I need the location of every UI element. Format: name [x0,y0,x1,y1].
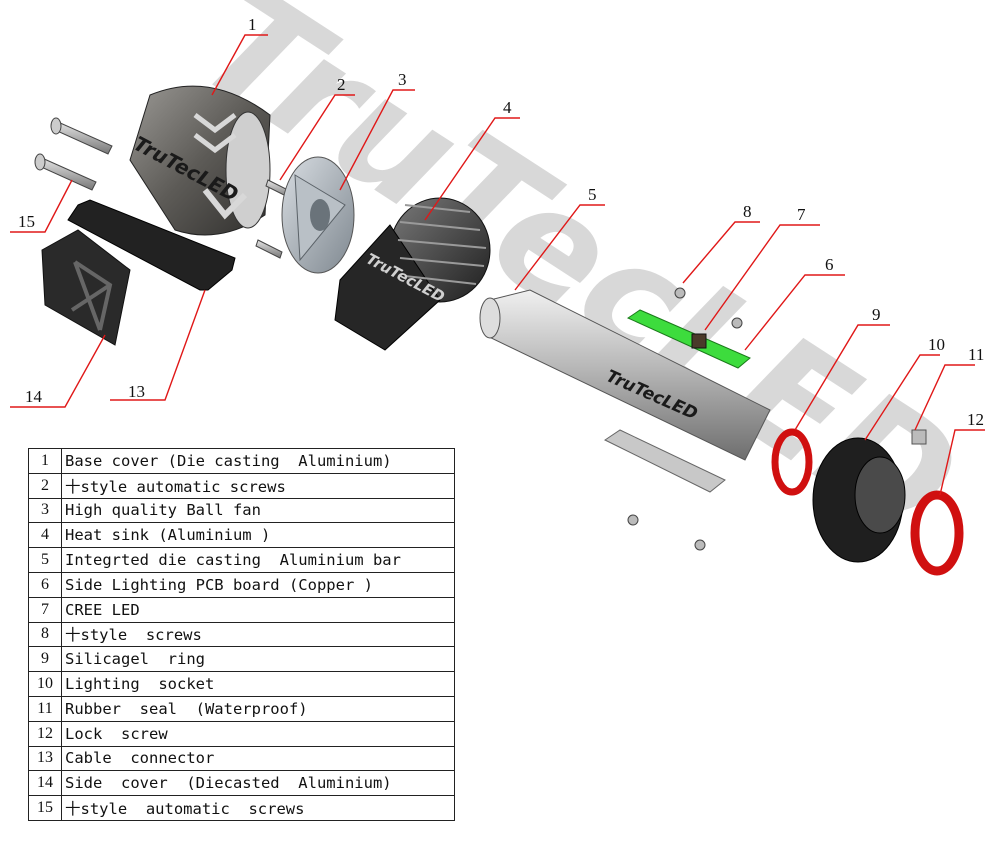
lock-ring [910,490,964,576]
part-description: Cable connector [61,745,455,772]
part-number: 9 [28,646,62,673]
part-description: CREE LED [61,596,455,623]
ball-fan [281,156,355,274]
part-description: Side cover (Diecasted Aluminium) [61,770,455,797]
part-number: 1 [28,448,62,474]
heat-sink: TruTecLED [334,197,491,351]
part-number: 5 [28,547,62,573]
part-number: 10 [28,671,62,697]
callout-8: 8 [743,202,752,221]
part-description: Lighting socket [61,671,455,697]
callout-5: 5 [588,185,597,204]
base-cover: TruTecLED [129,85,271,236]
part-number: 6 [28,571,62,598]
rubber-seal [911,429,927,445]
mounting-plate [604,429,726,493]
screw-pair-15 [34,117,113,191]
part-number: 2 [28,472,62,499]
part-description: Heat sink (Aluminium ) [61,522,455,549]
part-description: Silicagel ring [61,646,455,673]
callout-2: 2 [337,75,346,94]
part-number: 14 [28,770,62,797]
part-number: 12 [28,720,62,747]
callout-12: 12 [967,410,984,429]
part-number: 7 [28,596,62,623]
callout-14: 14 [25,387,43,406]
part-number: 3 [28,497,62,524]
callout-6: 6 [825,255,834,274]
part-description: Base cover (Die casting Aluminium) [61,448,455,474]
callout-1: 1 [248,15,257,34]
callout-13: 13 [128,382,145,401]
part-description: 十style automatic screws [61,795,455,821]
part-description: 十style screws [61,621,455,648]
part-number: 11 [28,695,62,722]
part-number: 15 [28,795,62,821]
aluminium-bar: TruTecLED [479,289,771,461]
callout-7: 7 [797,205,806,224]
pcb-screws [627,287,743,551]
part-description: Integrted die casting Aluminium bar [61,547,455,573]
lighting-socket [812,437,906,563]
part-description: Lock screw [61,720,455,747]
callout-3: 3 [398,70,407,89]
part-description: Side Lighting PCB board (Copper ) [61,571,455,598]
part-number: 4 [28,522,62,549]
side-cover [41,229,131,346]
part-description: High quality Ball fan [61,497,455,524]
callout-11: 11 [968,345,984,364]
silicagel-ring [771,428,813,496]
pcb-board [626,309,751,369]
callout-4: 4 [503,98,512,117]
callout-15: 15 [18,212,35,231]
part-description: 十style automatic screws [61,472,455,499]
cree-led [691,333,707,349]
part-number: 8 [28,621,62,648]
cable-connector [67,199,236,291]
part-number: 13 [28,745,62,772]
callout-9: 9 [872,305,881,324]
callout-lines [10,34,985,496]
callout-10: 10 [928,335,945,354]
part-description: Rubber seal (Waterproof) [61,695,455,722]
